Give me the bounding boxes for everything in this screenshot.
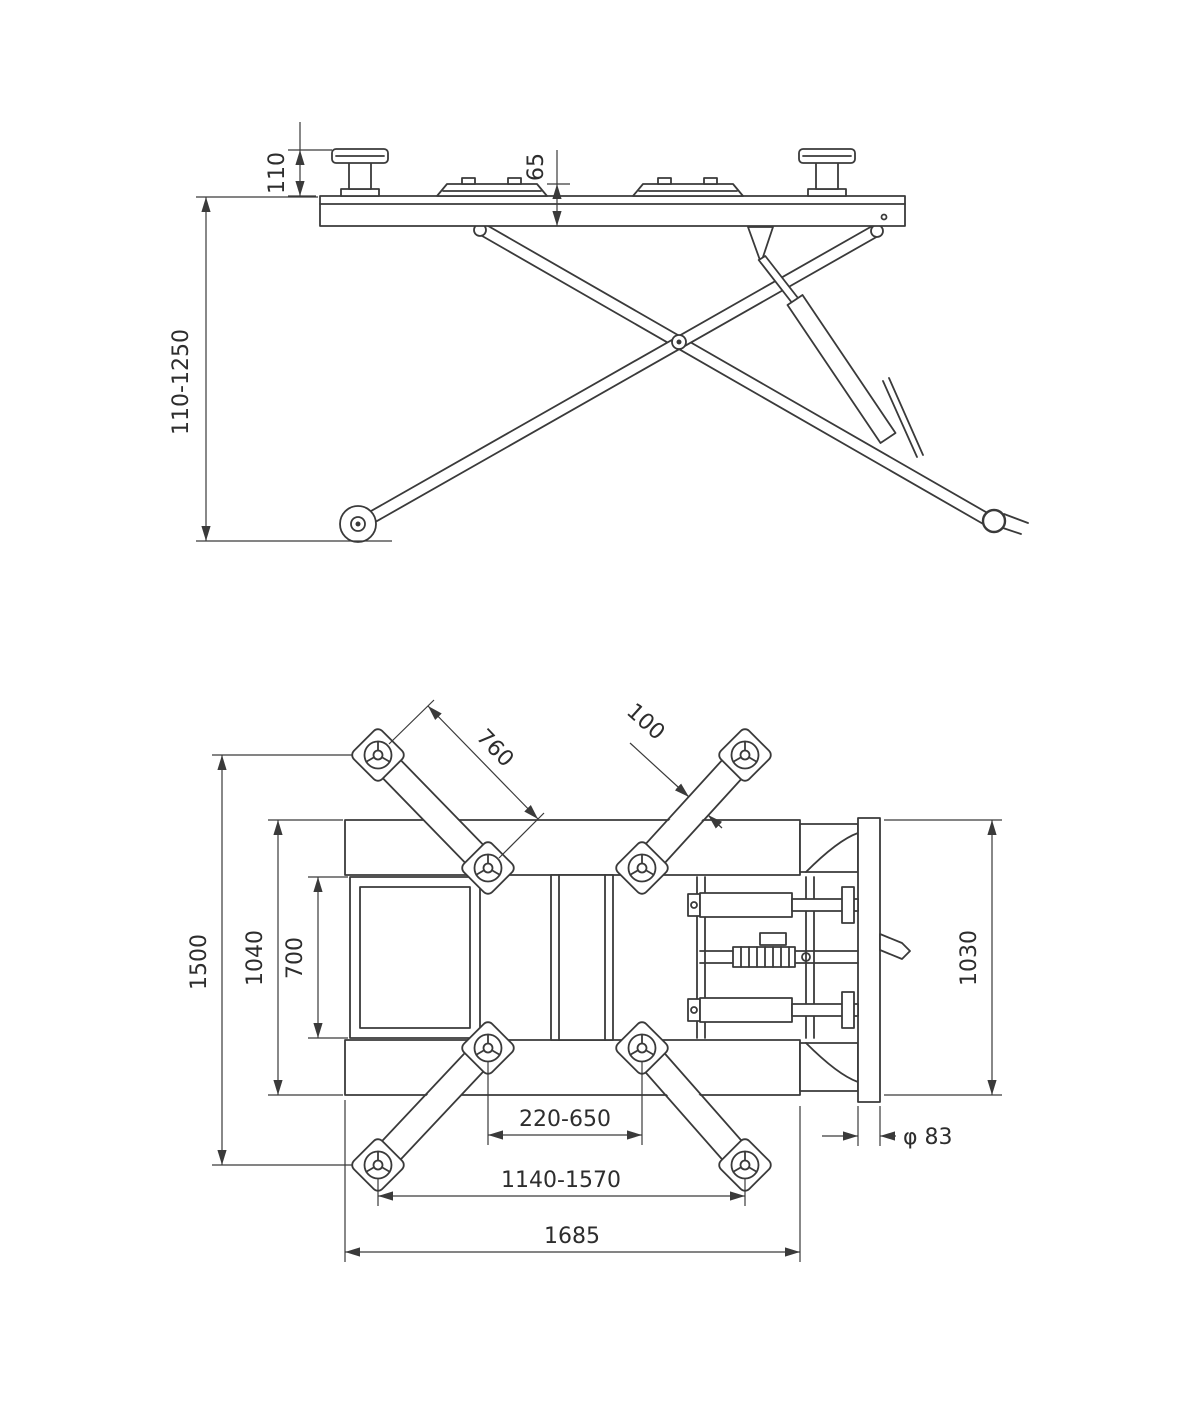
plan-view-dimensions: 1500 1040 700 1030: [187, 699, 1002, 1262]
inner-frame: [349, 876, 481, 1039]
swivel-pad-inner-top-left: [461, 841, 515, 895]
swivel-pad-inner-bottom-left: [461, 1021, 515, 1075]
bottom-rail: [344, 1039, 801, 1096]
swivel-pad-inner-top-right: [615, 841, 669, 895]
support-arm-bottom-right: [631, 1038, 756, 1175]
dim-arm-length-label: 760: [471, 725, 518, 773]
swivel-pad-inner-bottom-right: [615, 1021, 669, 1075]
dim-lift-height-range-label: 110-1250: [169, 329, 194, 435]
roller-wheel: [339, 505, 377, 543]
dim-pad-spacing-range-label: 220-650: [519, 1107, 611, 1132]
dim-arm-width-label: 100: [621, 699, 669, 746]
swivel-pad-outer-bottom-right: [718, 1138, 772, 1192]
side-view-dimensions: 110 65 110-1250: [169, 122, 570, 542]
hydraulic-cylinder-lower: [687, 991, 859, 1029]
tow-ring: [981, 508, 1029, 535]
dim-inner-frame-width: 700: [283, 876, 348, 1039]
scissor-arm-front: [356, 224, 884, 530]
ramp-plate-left: [436, 177, 548, 197]
platform: [319, 195, 906, 227]
power-unit-assembly: [687, 817, 911, 1103]
dim-overall-width: 1500: [187, 754, 352, 1166]
dim-overall-width-label: 1500: [187, 934, 212, 990]
side-beam: [857, 817, 881, 1103]
bracket-bottom: [799, 1042, 859, 1092]
plan-view: 1500 1040 700 1030: [187, 699, 1002, 1262]
hydraulic-cylinder-upper: [687, 886, 859, 924]
dim-inner-frame-width-label: 700: [283, 937, 308, 979]
swivel-pad-outer-top-right: [718, 728, 772, 782]
dim-overall-length: 1685: [344, 1100, 801, 1262]
dim-ramp-height: 65: [524, 150, 570, 226]
center-column: [550, 874, 614, 1041]
dim-frame-width-label: 1040: [243, 930, 268, 986]
dim-pad-height: 110: [265, 122, 332, 197]
support-arm-bottom-left: [367, 1038, 498, 1175]
dim-pad-span-range-label: 1140-1570: [501, 1168, 621, 1193]
dim-beam-diameter-label: φ 83: [903, 1125, 953, 1150]
control-linkage: [699, 932, 859, 968]
scissor-arm-rear: [473, 222, 992, 526]
mount-tab: [879, 933, 911, 960]
dim-base-width-label: 1030: [957, 930, 982, 986]
dim-beam-diameter: φ 83: [822, 1106, 953, 1150]
hydraulic-cylinder: [747, 226, 924, 458]
support-arm-top-right: [631, 745, 756, 878]
side-view: 110 65 110-1250: [169, 122, 1029, 543]
dim-pad-height-label: 110: [265, 152, 290, 194]
dim-base-width: 1030: [884, 819, 1002, 1096]
bracket-top: [799, 823, 859, 873]
lift-pad-left: [331, 148, 389, 197]
dim-lift-height-range: 110-1250: [169, 196, 392, 542]
dim-pad-spacing-range: 220-650: [487, 1062, 643, 1145]
dim-frame-width: 1040: [243, 819, 343, 1096]
center-pivot: [671, 334, 687, 350]
dim-pad-span-range: 1140-1570: [377, 1168, 746, 1206]
lift-pad-right: [798, 148, 856, 197]
top-rail: [344, 819, 801, 876]
dim-ramp-height-label: 65: [524, 153, 549, 181]
dim-overall-length-label: 1685: [544, 1224, 600, 1249]
ramp-plate-right: [632, 177, 744, 197]
